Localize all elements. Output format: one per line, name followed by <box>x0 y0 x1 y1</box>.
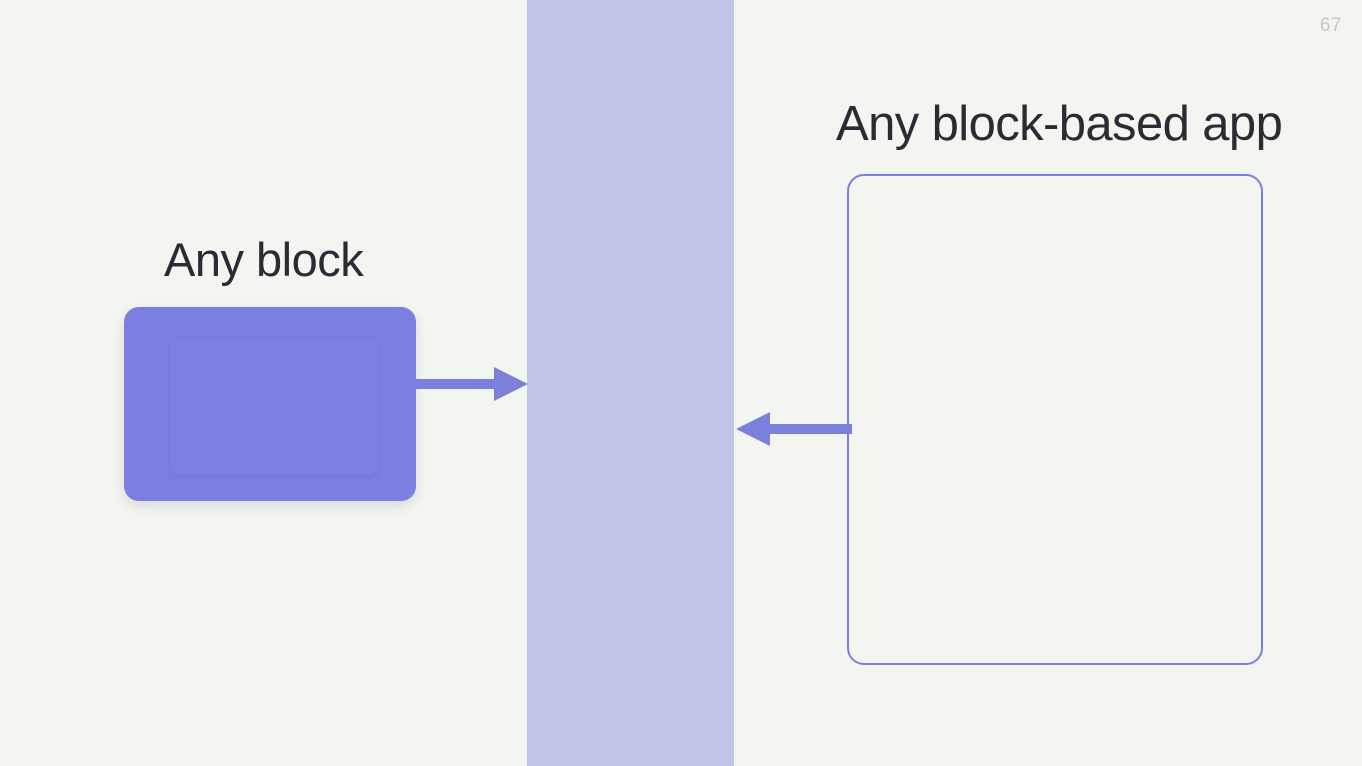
arrow-left-icon <box>736 412 852 446</box>
vertical-band <box>527 0 734 766</box>
page-number: 67 <box>1319 15 1342 36</box>
any-block-based-app-label: Any block-based app <box>836 97 1283 151</box>
app-card-outline <box>847 174 1263 665</box>
any-block-inner-panel <box>170 338 378 475</box>
arrow-right-icon <box>412 367 528 401</box>
any-block-shape <box>124 307 416 501</box>
any-block-label: Any block <box>164 233 364 286</box>
